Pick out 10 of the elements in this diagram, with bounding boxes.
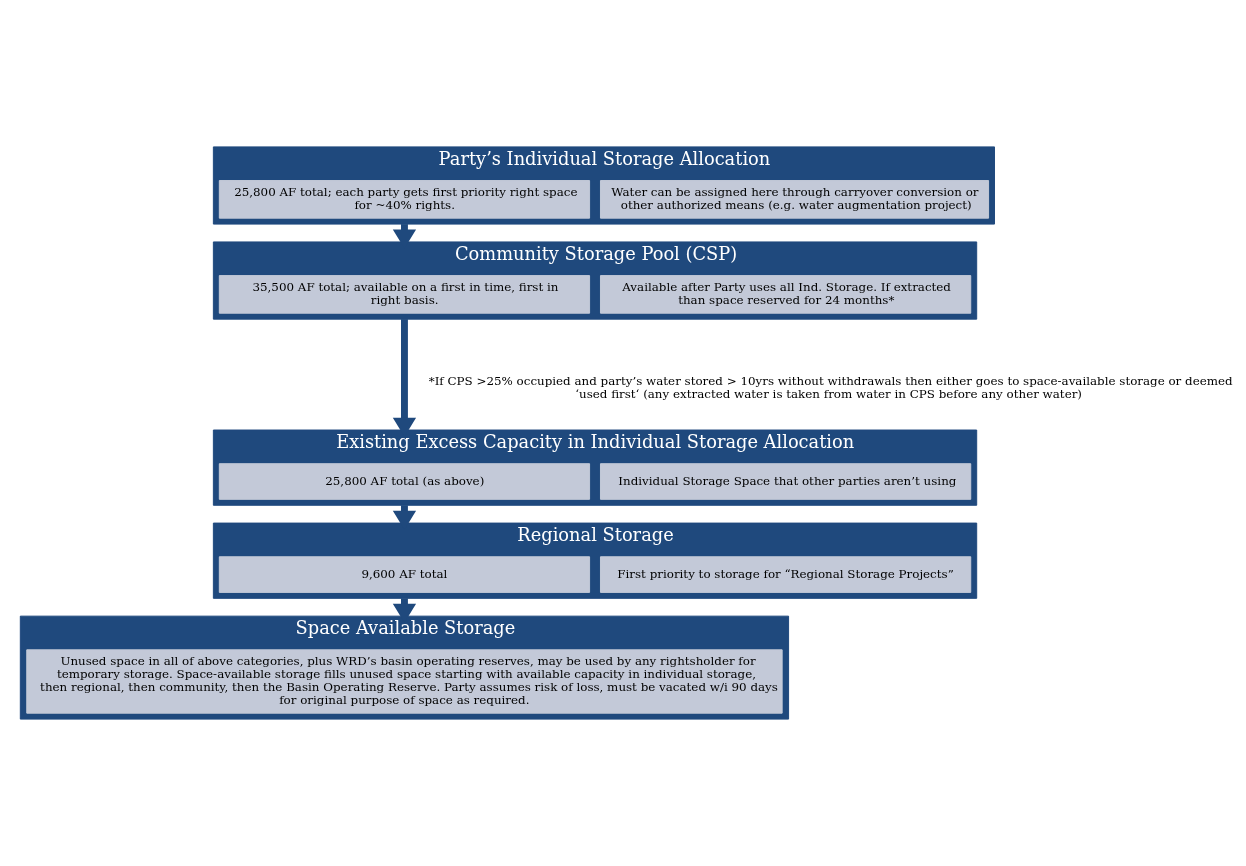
node-box: Unused space in all of above categories, plus WRD’s basin operating reserves, may be used by any rightsholder for temporary storage. Space-available storage fills unused space starting with available capacity in individual storage, then regional, then community, then the Basin Operating Reserve. Party assumes risk of loss, must be vacated w/i 90 days for original purpose of space as required. — [26, 649, 783, 714]
node-box: Available after Party uses all Ind. Storage. If extracted than space reserved for 24 months* — [600, 275, 972, 314]
node-box: 9,600 AF total — [218, 556, 591, 593]
node-box: 25,800 AF total; each party gets first priority right space for ~40% rights. — [218, 180, 591, 219]
node-box: First priority to storage for “Regional Storage Projects” — [600, 556, 972, 593]
node-box: Individual Storage Space that other parties aren’t using — [600, 463, 972, 500]
node-box: Water can be assigned here through carryover conversion or other authorized means (e.g. water augmentation project) — [600, 180, 990, 219]
node-box: 25,800 AF total (as above) — [218, 463, 591, 500]
label: *If CPS >25% occupied and party’s water stored > 10yrs without withdrawals then either goes to space-available storage or deemed ‘used first‘ (any extracted water is taken from water in CPS before any other water) — [428, 374, 1233, 401]
node-box: 35,500 AF total; available on a first in time, first in right basis. — [218, 275, 591, 314]
